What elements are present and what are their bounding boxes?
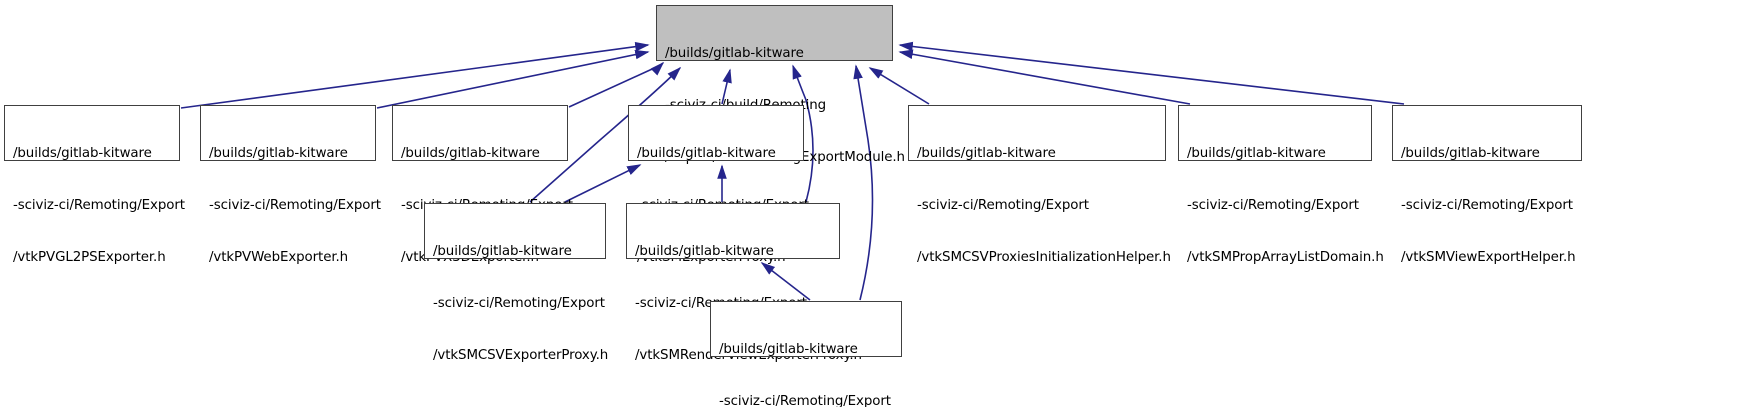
node-line-2: -sciviz-ci/Remoting/Export — [1401, 198, 1573, 214]
node-line-2: -sciviz-ci/Remoting/Export — [719, 394, 891, 407]
node-line-1: /builds/gitlab-kitware — [719, 342, 858, 358]
edge-vtkSMCSVExporterProxy-to-vtkSMExporterProxy — [564, 164, 642, 203]
node-vtkPVWebExporter[interactable]: /builds/gitlab-kitware -sciviz-ci/Remoti… — [200, 105, 381, 265]
node-line-1: /builds/gitlab-kitware — [637, 146, 776, 162]
node-vtkSMGL2PSExporterProxy[interactable]: /builds/gitlab-kitware -sciviz-ci/Remoti… — [710, 301, 902, 407]
node-vtkSMCSVProxiesInitializationHelper[interactable]: /builds/gitlab-kitware -sciviz-ci/Remoti… — [908, 105, 1171, 265]
node-line-2: -sciviz-ci/Remoting/Export — [209, 198, 381, 214]
node-line-3: /vtkPVWebExporter.h — [209, 249, 349, 265]
node-line-2: -sciviz-ci/Remoting/Export — [917, 198, 1089, 214]
node-vtkPVGL2PSExporter[interactable]: /builds/gitlab-kitware -sciviz-ci/Remoti… — [4, 105, 185, 265]
node-line-1: /builds/gitlab-kitware — [665, 46, 804, 62]
node-line-3: /vtkSMViewExportHelper.h — [1401, 249, 1576, 265]
node-line-3: /vtkSMCSVProxiesInitializationHelper.h — [917, 249, 1171, 265]
node-line-2: -sciviz-ci/Remoting/Export — [13, 198, 185, 214]
node-line-1: /builds/gitlab-kitware — [209, 146, 348, 162]
edge-vtkSMPropArrayListDomain-to-root — [898, 49, 1191, 105]
node-vtkRemotingExportModule[interactable]: /builds/gitlab-kitware -sciviz-ci/build/… — [656, 5, 905, 165]
node-vtkSMCSVExporterProxy[interactable]: /builds/gitlab-kitware -sciviz-ci/Remoti… — [424, 203, 608, 363]
node-line-1: /builds/gitlab-kitware — [401, 146, 540, 162]
node-line-2: -sciviz-ci/Remoting/Export — [1187, 198, 1359, 214]
node-line-2: -sciviz-ci/Remoting/Export — [433, 296, 605, 312]
node-vtkSMExporterProxy[interactable]: /builds/gitlab-kitware -sciviz-ci/Remoti… — [628, 105, 809, 265]
node-vtkSMViewExportHelper[interactable]: /builds/gitlab-kitware -sciviz-ci/Remoti… — [1392, 105, 1582, 265]
edge-vtkPVX3DExporter-to-root — [568, 61, 665, 108]
node-line-1: /builds/gitlab-kitware — [1187, 146, 1326, 162]
node-line-3: /vtkSMPropArrayListDomain.h — [1187, 249, 1384, 265]
node-line-1: /builds/gitlab-kitware — [1401, 146, 1540, 162]
node-line-1: /builds/gitlab-kitware — [635, 244, 774, 260]
node-vtkSMPropArrayListDomain[interactable]: /builds/gitlab-kitware -sciviz-ci/Remoti… — [1178, 105, 1384, 265]
node-line-1: /builds/gitlab-kitware — [13, 146, 152, 162]
node-line-3: /vtkPVGL2PSExporter.h — [13, 249, 166, 265]
node-line-1: /builds/gitlab-kitware — [433, 244, 572, 260]
node-vtkSMRenderViewExporterProxy[interactable]: /builds/gitlab-kitware -sciviz-ci/Remoti… — [626, 203, 862, 363]
node-vtkPVX3DExporter[interactable]: /builds/gitlab-kitware -sciviz-ci/Remoti… — [392, 105, 573, 265]
node-line-3: /vtkSMCSVExporterProxy.h — [433, 347, 609, 363]
edge-vtkSMViewExportHelper-to-root — [898, 41, 1405, 105]
edge-vtkPVWebExporter-to-root — [376, 49, 650, 109]
edge-vtkPVGL2PSExporter-to-root — [180, 41, 650, 109]
node-line-1: /builds/gitlab-kitware — [917, 146, 1056, 162]
